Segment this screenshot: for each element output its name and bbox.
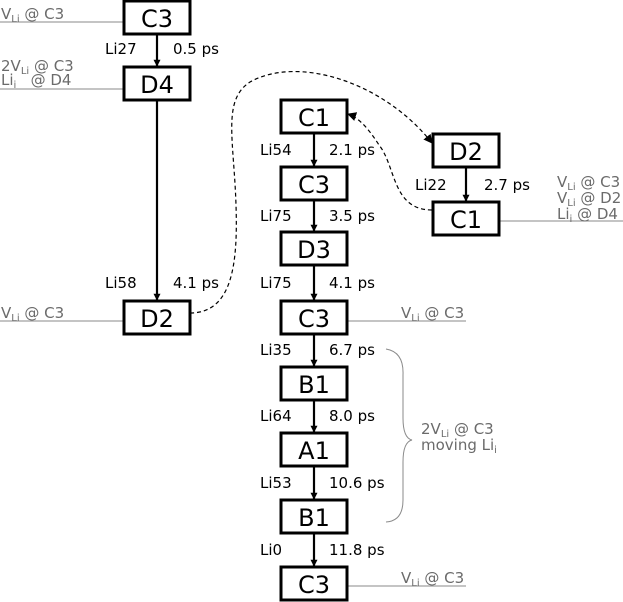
node-c3-mid1: C3	[279, 165, 349, 202]
edge-time-label: 4.1 ps	[173, 274, 219, 292]
annotation-d2-left: VLi @ C3	[1, 304, 64, 324]
edge-atom-label: Li75	[260, 274, 292, 292]
edge-atom-label: Li54	[260, 141, 292, 159]
edge-time-label: 11.8 ps	[329, 541, 385, 559]
node-label: D4	[140, 71, 174, 99]
edge-time-label: 6.7 ps	[329, 341, 375, 359]
edge-time-label: 3.5 ps	[329, 207, 375, 225]
node-d2-right: D2	[431, 132, 501, 169]
edge-atom-label: Li58	[105, 274, 137, 292]
dashed-link-c1-to-c1	[347, 112, 433, 211]
dashed-link-d2-to-d2	[189, 70, 433, 314]
annotation-d4-line2: Lii @ D4	[1, 71, 71, 91]
edge-time-label: 2.7 ps	[484, 176, 530, 194]
node-label: D2	[449, 138, 483, 166]
node-d4-left: D4	[122, 65, 192, 102]
node-c1-mid: C1	[279, 98, 349, 135]
annotation-brace-line2: moving Lii	[421, 436, 497, 456]
edge-atom-label: Li0	[260, 541, 282, 559]
node-c3-bottom: C3	[279, 565, 349, 602]
node-label: C1	[298, 104, 330, 132]
node-label: D3	[297, 236, 331, 264]
curly-brace	[385, 348, 413, 523]
annotation-brace-line1: 2VLi @ C3	[421, 420, 494, 440]
edge-atom-label: Li35	[260, 341, 292, 359]
node-c3-mid2: C3	[279, 299, 349, 336]
edge-atom-label: Li64	[260, 407, 292, 425]
annotation-c3-bottom: VLi @ C3	[401, 569, 464, 589]
edge-time-label: 0.5 ps	[173, 40, 219, 58]
node-d2-left: D2	[122, 299, 192, 336]
edge-atom-label: Li27	[105, 40, 137, 58]
node-c3-top: C3	[122, 0, 192, 36]
annotation-right-line2: VLi @ D2	[557, 189, 621, 209]
node-a1-mid: A1	[279, 431, 349, 468]
edge-time-label: 2.1 ps	[329, 141, 375, 159]
edge-time-label: 10.6 ps	[329, 474, 385, 492]
edge-time-label: 8.0 ps	[329, 407, 375, 425]
annotation-right-line3: Lii @ D4	[557, 205, 618, 225]
node-label: C3	[298, 305, 330, 333]
node-label: D2	[140, 305, 174, 333]
edge-atom-label: Li53	[260, 474, 292, 492]
annotation-d4-line1: 2VLi @ C3	[1, 57, 74, 77]
node-label: A1	[298, 437, 330, 465]
node-label: B1	[298, 371, 330, 399]
node-b1-mid2: B1	[279, 498, 349, 535]
edge-time-label: 4.1 ps	[329, 274, 375, 292]
node-c1-right: C1	[431, 200, 501, 237]
edge-atom-label: Li22	[415, 176, 447, 194]
node-d3-mid: D3	[279, 230, 349, 267]
edge-atom-label: Li75	[260, 207, 292, 225]
node-label: C3	[298, 571, 330, 599]
node-b1-mid1: B1	[279, 365, 349, 402]
node-label: C3	[298, 171, 330, 199]
node-label: C1	[450, 206, 482, 234]
annotation-right-line1: VLi @ C3	[557, 173, 620, 193]
node-label: B1	[298, 504, 330, 532]
annotation-top-left: VLi @ C3	[1, 5, 64, 25]
annotation-c3-mid: VLi @ C3	[401, 304, 464, 324]
node-label: C3	[141, 5, 173, 33]
